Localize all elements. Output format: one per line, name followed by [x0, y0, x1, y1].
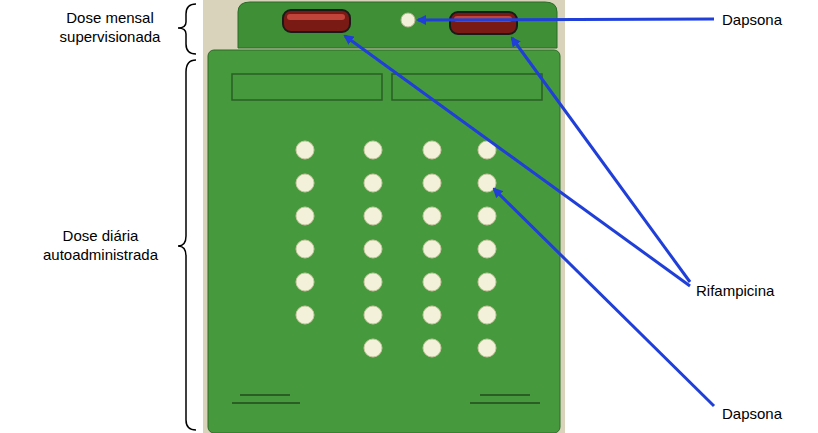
label-text: Rifampicina [696, 281, 774, 300]
brace [178, 60, 196, 430]
label-text: Dose mensal supervisionada [40, 8, 180, 46]
rifampicin-capsule [283, 10, 350, 32]
print-panel [232, 74, 382, 100]
daily-pills [296, 141, 496, 357]
capsule-shine [287, 14, 345, 20]
label-text: Dose diária autoadministrada [28, 226, 173, 264]
rifampicin-capsule [450, 12, 517, 34]
dapsone-pill [401, 13, 415, 27]
label-text: Dapsona [722, 404, 782, 423]
label-text: Dapsona [722, 10, 782, 29]
fine-print [232, 395, 540, 403]
brace [178, 4, 196, 54]
monthly-strip [238, 2, 557, 48]
leader-arrows [345, 19, 714, 406]
blister-card [208, 50, 560, 433]
